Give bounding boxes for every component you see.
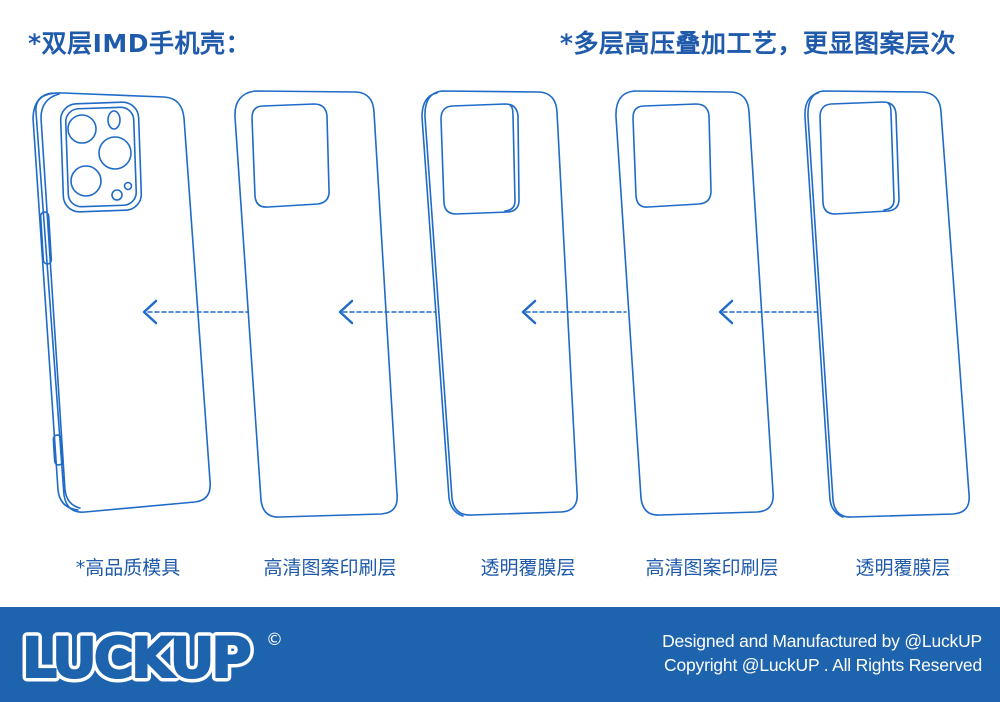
layer-stack-diagram <box>32 90 970 518</box>
mold-case-panel <box>32 92 212 513</box>
mold-case-outline <box>35 92 212 513</box>
camera-lens-icon <box>70 165 102 197</box>
layer-label-printed-2: 高清图案印刷层 <box>645 557 779 579</box>
side-button-upper <box>39 211 53 265</box>
printed-layer-1-outline <box>234 90 398 518</box>
film-layer-1-outline <box>424 90 578 516</box>
layer-label-film-2: 透明覆膜层 <box>855 557 951 579</box>
dashed-arrow-left-icon <box>718 299 819 325</box>
film-layer-2-edge <box>804 92 844 518</box>
printed-layer-1-panel <box>234 90 398 518</box>
side-button-lower <box>52 434 64 466</box>
camera-module-inner <box>64 106 138 208</box>
camera-lens-icon <box>98 136 132 170</box>
credit-copyright: Copyright @LuckUP . All Rights Reserved <box>664 655 982 675</box>
layer-label-mold: *高品质模具 <box>75 557 181 579</box>
film-layer-1-edge <box>421 92 464 517</box>
sensor-icon <box>111 189 123 201</box>
dashed-arrow-left-icon <box>521 299 627 325</box>
svg-text:LUCKUP: LUCKUP <box>22 626 250 689</box>
camera-cutout <box>251 103 330 208</box>
film-layer-1-panel <box>421 90 578 517</box>
camera-cutout <box>632 103 712 208</box>
camera-lens-icon <box>67 114 97 144</box>
sensor-icon <box>123 181 133 191</box>
camera-cutout <box>440 103 520 215</box>
camera-cutout <box>819 101 900 215</box>
dashed-arrow-left-icon <box>142 299 249 325</box>
printed-layer-2-outline <box>615 90 774 516</box>
dashed-arrow-left-icon <box>338 299 437 325</box>
film-layer-2-outline <box>807 90 970 518</box>
heading-double-layer-imd: *双层IMD手机壳： <box>28 29 252 58</box>
mold-case-rim-inner <box>40 93 81 509</box>
mold-case-rim <box>32 92 79 511</box>
film-layer-2-panel <box>804 90 970 518</box>
camera-module <box>59 101 143 213</box>
footer-bar: LUCKUP LUCKUP © Designed and Manufacture… <box>0 607 1000 702</box>
layer-label-film-1: 透明覆膜层 <box>480 557 576 579</box>
layer-label-printed-1: 高清图案印刷层 <box>263 557 397 579</box>
svg-text:LUCKUP: LUCKUP <box>22 626 250 689</box>
credit-designed: Designed and Manufactured by @LuckUP <box>662 631 982 651</box>
printed-layer-2-panel <box>615 90 774 516</box>
heading-multilayer-process: *多层高压叠加工艺，更显图案层次 <box>559 29 956 58</box>
camera-cutout-edge <box>883 102 895 211</box>
camera-cutout-edge <box>504 104 516 212</box>
copyright-mark-icon: © <box>266 630 283 650</box>
flash-icon <box>107 110 121 130</box>
luckup-logo: LUCKUP LUCKUP © <box>20 623 283 689</box>
